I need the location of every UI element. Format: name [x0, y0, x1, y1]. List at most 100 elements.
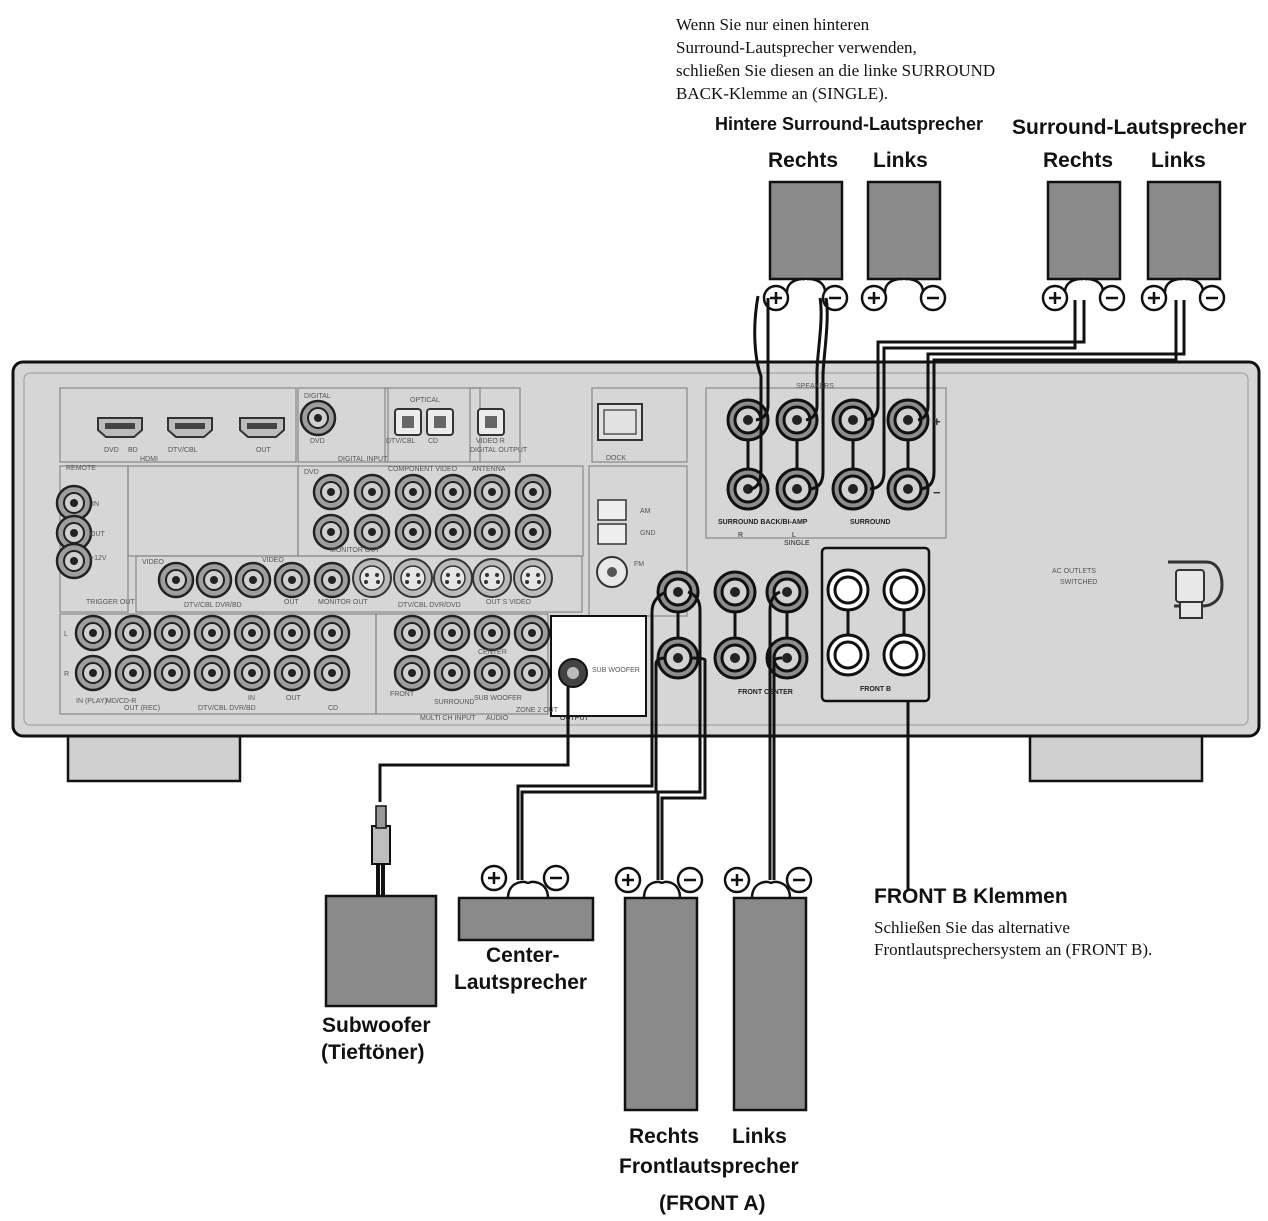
panel-trigger-out: TRIGGER OUT: [86, 599, 135, 606]
panel-surround-lbl: SURROUND: [850, 519, 890, 526]
surround-left-speaker: [1146, 180, 1222, 281]
panel-12v: +12V: [90, 555, 107, 562]
note-line-1: Wenn Sie nur einen hinteren: [676, 15, 870, 34]
surround-right-speaker: [1046, 180, 1122, 281]
panel-s-video: DTV/CBL DVR/DVD: [398, 602, 461, 609]
note-line-4: BACK-Klemme an (SINGLE).: [676, 84, 888, 103]
panel-dvd: DVD: [304, 469, 319, 476]
subwoofer-label-2: (Tieftöner): [321, 1041, 425, 1064]
front-b-desc-line-2: Frontlautsprechersystem an (FRONT B).: [874, 940, 1153, 959]
panel-single: SINGLE: [784, 540, 810, 547]
minus-icon: [919, 284, 947, 312]
panel-remote-out: OUT: [90, 531, 106, 538]
front-a-label: (FRONT A): [659, 1192, 766, 1215]
panel-sub-woofer: SUB WOOFER: [474, 695, 522, 702]
front-speakers-title: Frontlautsprecher: [619, 1155, 799, 1178]
plus-icon: [1140, 284, 1168, 312]
panel-front-center-lbl: FRONT CENTER: [738, 689, 793, 696]
panel-audio-in: IN: [248, 695, 255, 702]
panel-speakers: SPEAKERS: [796, 383, 834, 390]
top-speakers: [762, 180, 1226, 312]
panel-labels: DVD BD DTV/CBL OUT HDMI DIGITAL OPTICAL …: [64, 383, 1097, 722]
panel-r-mark: R: [738, 532, 743, 539]
panel-output: OUTPUT: [560, 715, 590, 722]
panel-remote-in: IN: [92, 501, 99, 508]
panel-front-b-lbl: FRONT B: [860, 686, 891, 693]
surround-right-label: Rechts: [1043, 149, 1114, 172]
panel-optical: OPTICAL: [410, 397, 440, 404]
speaker-cables: [378, 295, 1186, 890]
panel-sub-lbl: SUB WOOFER: [592, 667, 640, 674]
panel-remote: REMOTE: [66, 465, 96, 472]
panel-zone2: ZONE 2 OUT: [516, 707, 559, 714]
front-left-speaker: [732, 896, 808, 1112]
front-b-terminal-box: [820, 546, 931, 703]
panel-optical-dtv: DTV/CBL: [386, 438, 416, 445]
panel-digital-input: DIGITAL INPUT: [338, 456, 388, 463]
plus-icon: [860, 284, 888, 312]
plus-icon: [1041, 284, 1069, 312]
front-b-title: FRONT B Klemmen: [874, 885, 1068, 908]
subwoofer-speaker: [324, 894, 438, 1008]
panel-l-mark: L: [792, 532, 796, 539]
panel-antenna: ANTENNA: [472, 466, 506, 473]
minus-icon: [1098, 284, 1126, 312]
panel-md-cdr: MD/CD-R: [106, 698, 136, 705]
surround-back-left-speaker: [866, 180, 942, 281]
panel-hdmi-bd: BD: [128, 447, 138, 454]
surround-back-title: Hintere Surround-Lautsprecher: [715, 114, 984, 134]
front-b-desc-line-1: Schließen Sie das alternative: [874, 918, 1070, 937]
front-b-description: Schließen Sie das alternative Frontlauts…: [874, 917, 1152, 961]
note-line-3: schließen Sie diesen an die linke SURROU…: [676, 61, 996, 80]
panel-am: AM: [640, 508, 651, 515]
front-right-speaker: [623, 896, 699, 1112]
panel-surround: SURROUND: [434, 699, 474, 706]
panel-front: FRONT: [390, 691, 415, 698]
panel-out: OUT: [284, 599, 300, 606]
terminal-minus-sign: −: [933, 485, 941, 500]
front-left-label: Links: [732, 1125, 787, 1148]
panel-monitor: MONITOR OUT: [318, 599, 368, 606]
surround-back-left-label: Links: [873, 149, 928, 172]
minus-icon: [542, 864, 570, 892]
panel-hdmi-title: HDMI: [140, 456, 158, 463]
panel-in-play: IN (PLAY): [76, 698, 107, 705]
panel-audio: AUDIO: [486, 715, 509, 722]
panel-fm: FM: [634, 561, 644, 568]
plus-icon: [614, 866, 642, 894]
receiver-foot-right: [1028, 733, 1204, 783]
panel-ac-outlets: AC OUTLETS: [1052, 568, 1096, 575]
panel-audio-r: R: [64, 671, 69, 678]
minus-icon: [785, 866, 813, 894]
panel-hdmi-dvd: DVD: [104, 447, 119, 454]
surround-back-right-speaker: [768, 180, 844, 281]
panel-optical-cd: CD: [428, 438, 438, 445]
panel-center: CENTER: [478, 649, 507, 656]
panel-hdmi-out: OUT: [256, 447, 272, 454]
panel-gnd: GND: [640, 530, 656, 537]
panel-dock: DOCK: [606, 455, 627, 462]
surround-left-label: Links: [1151, 149, 1206, 172]
panel-cd: CD: [328, 705, 338, 712]
subwoofer-label-1: Subwoofer: [322, 1014, 431, 1037]
panel-multi-ch: MULTI CH INPUT: [420, 715, 476, 722]
panel-video: VIDEO: [262, 557, 284, 564]
terminal-plus-sign: +: [933, 414, 941, 429]
receiver-foot-left: [66, 733, 242, 783]
panel-surround-back-amp: SURROUND BACK/BI-AMP: [718, 519, 808, 526]
note-line-2: Surround-Lautsprecher verwenden,: [676, 38, 917, 57]
surround-back-right-label: Rechts: [768, 149, 839, 172]
panel-audio-dtv: DTV/CBL DVR/BD: [198, 705, 256, 712]
panel-digital-output: DIGITAL OUTPUT: [470, 447, 528, 454]
minus-icon: [1198, 284, 1226, 312]
panel-audio-out: OUT: [286, 695, 302, 702]
center-speaker: [457, 896, 595, 942]
surround-back-note: Wenn Sie nur einen hinteren Surround-Lau…: [676, 13, 995, 105]
panel-rec: OUT (REC): [124, 705, 160, 712]
panel-switched: SWITCHED: [1060, 579, 1097, 586]
front-right-label: Rechts: [629, 1125, 700, 1148]
panel-digital: DIGITAL: [304, 393, 331, 400]
center-label-1: Center-: [486, 944, 560, 967]
panel-monitor-out: MONITOR OUT: [330, 547, 380, 554]
